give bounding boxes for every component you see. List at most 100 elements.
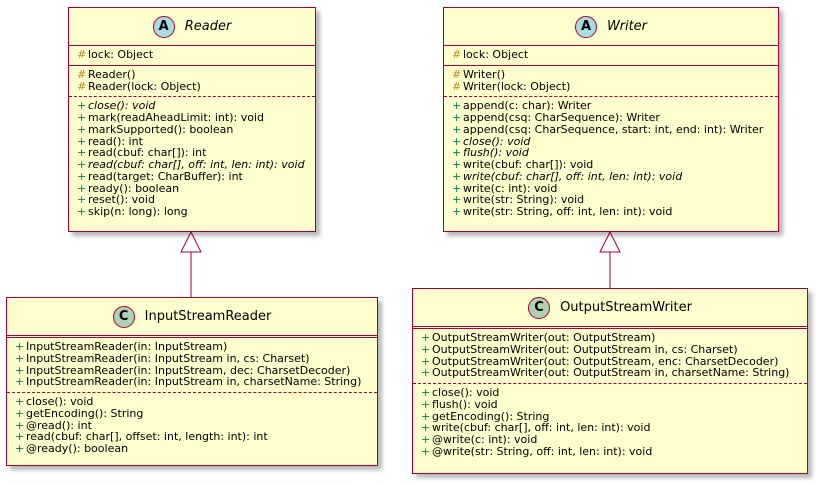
member-row: #lock: Object	[77, 49, 315, 61]
protected-visibility-icon: #	[77, 48, 87, 61]
member-text: ready(): boolean	[88, 181, 180, 195]
public-visibility-icon: +	[452, 169, 462, 183]
member-row: +close(): void	[77, 100, 315, 112]
public-visibility-icon: +	[15, 406, 25, 420]
public-visibility-icon: +	[421, 444, 431, 458]
member-row: +append(csq: CharSequence, start: int, e…	[452, 122, 778, 136]
member-row: +InputStreamReader(in: InputStream in, c…	[15, 376, 377, 388]
member-row: +write(str: String, off: int, len: int):…	[452, 206, 778, 218]
class-outputstreamwriter[interactable]: C OutputStreamWriter +OutputStreamWriter…	[412, 288, 808, 474]
class-inputstreamreader[interactable]: C InputStreamReader +InputStreamReader(i…	[6, 297, 378, 466]
public-visibility-icon: +	[452, 146, 462, 160]
public-visibility-icon: +	[77, 169, 87, 183]
member-text: Reader()	[88, 67, 136, 81]
public-visibility-icon: +	[421, 409, 431, 423]
public-visibility-icon: +	[15, 430, 25, 444]
methods-section: +append(c: char): Writer+append(csq: Cha…	[444, 97, 778, 222]
member-row: +OutputStreamWriter(out: OutputStream in…	[421, 367, 807, 379]
public-visibility-icon: +	[15, 375, 25, 389]
member-text: read(cbuf: char[]): int	[88, 146, 207, 160]
member-row: +InputStreamReader(in: InputStream)	[15, 341, 377, 353]
member-text: append(c: char): Writer	[463, 99, 592, 113]
public-visibility-icon: +	[77, 99, 87, 113]
public-visibility-icon: +	[77, 111, 87, 124]
member-row: +write(c: int): void	[452, 181, 778, 195]
class-header: A Reader	[69, 8, 315, 46]
member-text: read(cbuf: char[], offset: int, length: …	[26, 430, 268, 444]
class-name: Reader	[184, 19, 232, 34]
member-text: lock: Object	[88, 48, 154, 61]
member-row: +@write(c: int): void	[421, 434, 807, 446]
member-row: +OutputStreamWriter(out: OutputStream, e…	[421, 354, 807, 368]
member-text: getEncoding(): String	[432, 409, 550, 423]
member-row: +mark(readAheadLimit: int): void	[77, 112, 315, 124]
class-header: C OutputStreamWriter	[413, 289, 807, 327]
methods-section: +close(): void+mark(readAheadLimit: int)…	[69, 97, 315, 222]
member-text: close(): void	[463, 134, 531, 148]
public-visibility-icon: +	[421, 354, 431, 368]
class-header: C InputStreamReader	[7, 298, 377, 336]
member-row: +skip(n: long): long	[77, 206, 315, 218]
member-text: flush(): void	[463, 146, 529, 160]
public-visibility-icon: +	[452, 122, 462, 136]
public-visibility-icon: +	[15, 395, 25, 408]
member-text: OutputStreamWriter(out: OutputStream in,…	[432, 366, 790, 380]
member-row: +read(cbuf: char[], offset: int, length:…	[15, 431, 377, 443]
public-visibility-icon: +	[452, 158, 462, 171]
member-text: Reader(lock: Object)	[88, 79, 201, 93]
class-writer[interactable]: A Writer #lock: Object #Writer()#Writer(…	[443, 7, 779, 232]
member-row: +InputStreamReader(in: InputStream in, c…	[15, 351, 377, 365]
member-row: +@read(): int	[15, 418, 377, 432]
public-visibility-icon: +	[421, 386, 431, 399]
constructors-section: #Writer()#Writer(lock: Object)	[444, 66, 778, 98]
member-text: append(csq: CharSequence, start: int, en…	[463, 122, 764, 136]
member-text: @read(): int	[26, 418, 92, 432]
methods-section: +close(): void+flush(): void+getEncoding…	[413, 384, 807, 462]
public-visibility-icon: +	[421, 397, 431, 411]
public-visibility-icon: +	[421, 366, 431, 380]
member-row: +close(): void	[452, 134, 778, 148]
member-text: markSupported(): boolean	[88, 122, 234, 136]
protected-visibility-icon: #	[77, 67, 87, 81]
member-row: +write(cbuf: char[]): void	[452, 159, 778, 171]
member-row: #Writer()	[452, 67, 778, 81]
member-row: +flush(): void	[452, 147, 778, 159]
member-text: append(csq: CharSequence): Writer	[463, 111, 660, 124]
protected-visibility-icon: #	[452, 67, 462, 81]
fields-section	[7, 336, 377, 338]
public-visibility-icon: +	[77, 158, 87, 171]
member-text: @write(c: int): void	[432, 433, 538, 446]
member-text: InputStreamReader(in: InputStream)	[26, 340, 228, 353]
public-visibility-icon: +	[421, 421, 431, 435]
class-reader[interactable]: A Reader #lock: Object #Reader()#Reader(…	[68, 7, 316, 232]
class-icon: C	[528, 296, 551, 319]
public-visibility-icon: +	[15, 442, 25, 455]
constructors-section: +InputStreamReader(in: InputStream)+Inpu…	[7, 338, 377, 393]
public-visibility-icon: +	[452, 193, 462, 207]
class-name: InputStreamReader	[144, 309, 272, 324]
member-text: InputStreamReader(in: InputStream in, ch…	[26, 375, 362, 389]
public-visibility-icon: +	[452, 134, 462, 148]
member-row: +getEncoding(): String	[15, 406, 377, 420]
member-text: reset(): void	[88, 193, 155, 207]
public-visibility-icon: +	[452, 181, 462, 195]
public-visibility-icon: +	[15, 363, 25, 377]
member-text: flush(): void	[432, 397, 498, 411]
member-text: read(cbuf: char[], off: int, len: int): …	[88, 158, 305, 171]
public-visibility-icon: +	[421, 433, 431, 446]
member-text: skip(n: long): long	[88, 205, 188, 218]
member-text: InputStreamReader(in: InputStream in, cs…	[26, 351, 310, 365]
public-visibility-icon: +	[15, 340, 25, 353]
class-name: Writer	[606, 19, 648, 34]
fields-section: #lock: Object	[69, 46, 315, 66]
member-row: +write(cbuf: char[], off: int, len: int)…	[452, 169, 778, 183]
generalization-arrowhead-reader	[180, 230, 202, 253]
member-text: Writer()	[463, 67, 506, 81]
member-text: write(c: int): void	[463, 181, 558, 195]
abstract-class-icon: A	[574, 15, 597, 38]
member-row: +write(cbuf: char[], off: int, len: int)…	[421, 422, 807, 434]
member-text: OutputStreamWriter(out: OutputStream, en…	[432, 354, 779, 368]
public-visibility-icon: +	[421, 342, 431, 356]
protected-visibility-icon: #	[452, 48, 462, 61]
